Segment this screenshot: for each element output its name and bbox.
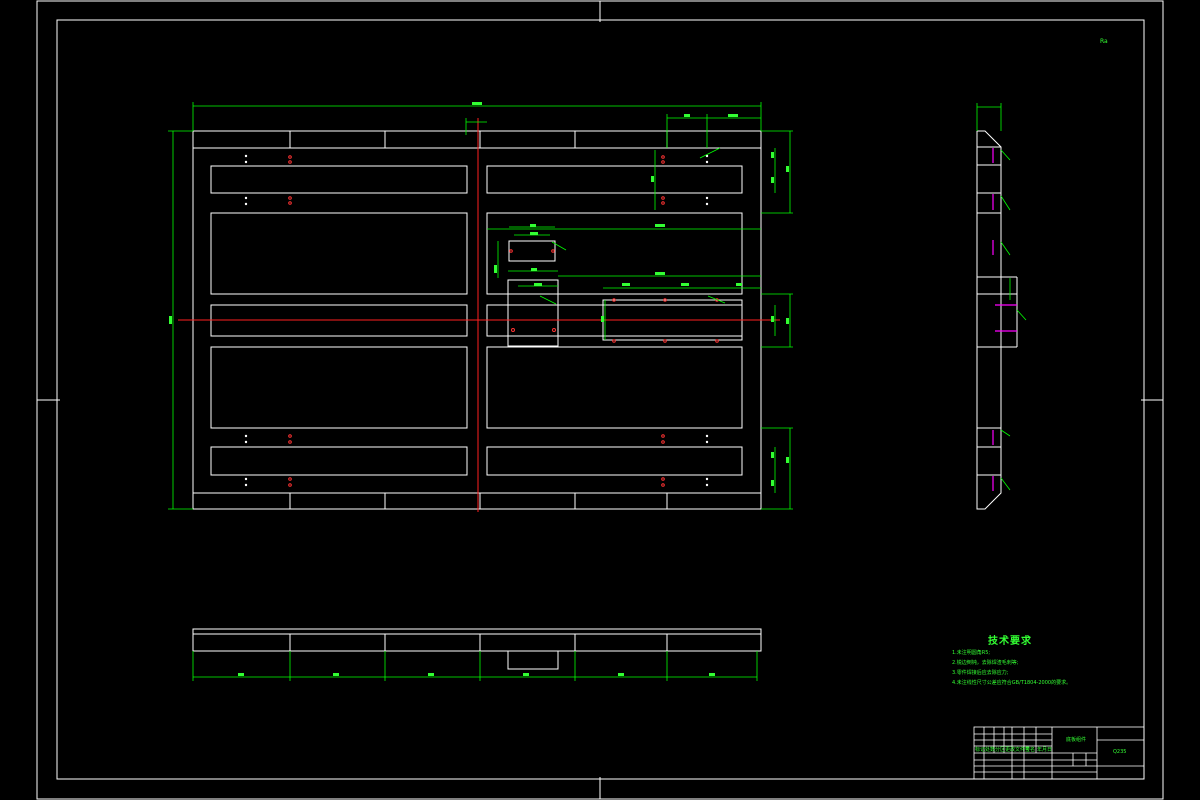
top-view-dimensions [168, 102, 793, 510]
title-block-label: 签名 [1025, 747, 1036, 753]
requirement-item: 1.未注明圆角R5; [952, 650, 991, 656]
red-hole-markers [288, 155, 719, 487]
title-block-material: Q235 [1113, 749, 1127, 755]
technical-requirements-title: 技术要求 [988, 636, 1032, 647]
technical-requirements-list: 1.未注明圆角R5; 2.锐边倒钝，去除焊渣毛刺等; 3.零件焊接后应去除应力;… [952, 648, 1071, 688]
requirement-item: 3.零件焊接后应去除应力; [952, 670, 1009, 676]
title-block-drawing-name: 底板组件 [1066, 737, 1087, 743]
side-view [976, 130, 1018, 510]
title-block-label: 处数 [985, 747, 996, 753]
dimension-text-marks [169, 102, 789, 486]
title-block [973, 726, 1145, 780]
requirement-item: 2.锐边倒钝，去除焊渣毛刺等; [952, 660, 1019, 666]
centerlines [178, 118, 780, 512]
side-view-hidden [992, 148, 1017, 491]
front-dimension-text [238, 673, 715, 676]
requirement-item: 4.未注线性尺寸公差应符合GB/T1804-2000的要求。 [952, 680, 1072, 686]
title-block-label: 分区 [995, 747, 1006, 753]
side-view-dimensions [976, 103, 1027, 491]
hole-markers [244, 154, 709, 487]
title-block-label: 标记 [975, 747, 986, 753]
front-view-dimensions [192, 651, 758, 681]
title-block-label: 年月日 [1037, 747, 1053, 753]
surface-roughness-symbol: Ra [1100, 38, 1108, 45]
front-view [192, 628, 762, 670]
title-block-label: 更改文件号 [1005, 747, 1031, 753]
sheet-border [36, 0, 1164, 800]
